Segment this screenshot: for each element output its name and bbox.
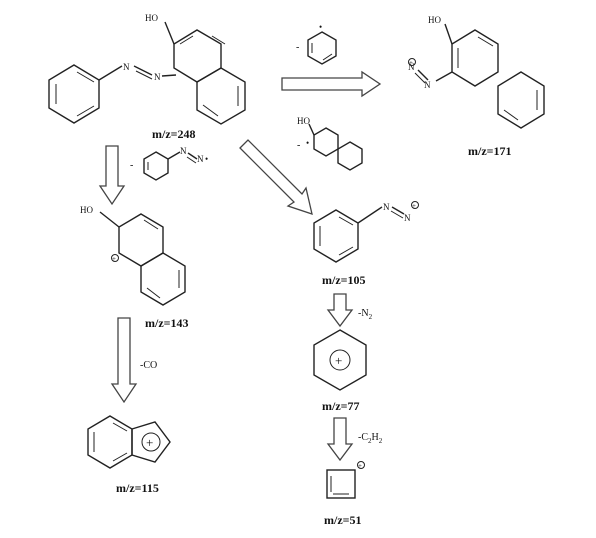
- mz-51-label: m/z=51: [324, 513, 362, 527]
- loss-105-sign: -: [297, 140, 300, 151]
- loss-143-n1: N: [180, 146, 187, 156]
- naphthyl-diazo-171: [414, 23, 545, 129]
- arrow-to-171: [281, 70, 382, 98]
- loss-171-sign: -: [296, 42, 299, 53]
- parent-n2-label: N: [154, 72, 161, 82]
- phenyl-diazo-105: [313, 206, 405, 263]
- 51-charge-circle: [357, 461, 365, 469]
- loss-51-c: -C: [358, 432, 368, 443]
- 171-n2-label: N: [408, 62, 415, 72]
- arrow-to-115: [110, 317, 138, 404]
- indenyl-115: [87, 415, 171, 469]
- loss-77-text: -N: [358, 308, 369, 319]
- loss-171-radical: •: [319, 22, 322, 32]
- arrow-to-143: [98, 145, 126, 206]
- 77-charge: +: [335, 353, 342, 368]
- 105-charge: +: [412, 202, 416, 210]
- mz-77-label: m/z=77: [322, 399, 360, 413]
- 171-oh-label: HO: [428, 15, 441, 25]
- parent-oh-label: HO: [145, 13, 158, 23]
- 105-n2-label: N: [404, 213, 411, 223]
- 143-charge-circle: [111, 254, 119, 262]
- arrow-to-51: [326, 417, 354, 462]
- cyclobutadienyl-51: [326, 469, 356, 499]
- 143-oh-label: HO: [80, 205, 93, 215]
- mz-143-label: m/z=143: [145, 316, 189, 330]
- loss-171-phenyl: [307, 31, 337, 65]
- mz-115-label: m/z=115: [116, 481, 159, 495]
- hydroxy-naphthyl-143: [99, 211, 186, 306]
- 105-n1-label: N: [383, 202, 390, 212]
- mz-171-label: m/z=171: [468, 144, 512, 158]
- 171-charge: +: [409, 59, 413, 67]
- loss-51-h: H: [372, 432, 379, 443]
- loss-77-sub: 2: [369, 313, 373, 321]
- 171-n1-label: N: [424, 80, 431, 90]
- loss-51-sub2: 2: [379, 437, 383, 445]
- 51-charge: +: [358, 462, 362, 470]
- loss-105-naphthyl: [308, 123, 363, 171]
- 105-charge-circle: [411, 201, 419, 209]
- loss-143-n2: N: [197, 154, 204, 164]
- 143-charge: +: [112, 255, 116, 263]
- phenyl-cation-77: [313, 329, 367, 391]
- loss-143-sign: -: [130, 160, 133, 171]
- mz-248-label: m/z=248: [152, 127, 196, 141]
- loss-143-radical: •: [205, 154, 208, 164]
- arrow-to-105: [239, 139, 313, 215]
- mz-105-label: m/z=105: [322, 273, 366, 287]
- 115-charge: +: [146, 435, 153, 450]
- loss-115-label: -CO: [140, 360, 157, 371]
- loss-105-oh: HO: [297, 116, 310, 126]
- 171-charge-circle: [408, 58, 416, 66]
- parent-n1-label: N: [123, 62, 130, 72]
- parent-molecule: [48, 21, 246, 125]
- loss-51-sub1: 2: [368, 437, 372, 445]
- loss-143-phenyldiazo: [143, 151, 198, 181]
- arrow-to-77: [326, 293, 354, 328]
- loss-105-radical: •: [306, 138, 309, 148]
- loss-51-label: -C2H2: [358, 432, 383, 445]
- loss-77-label: -N2: [358, 308, 373, 321]
